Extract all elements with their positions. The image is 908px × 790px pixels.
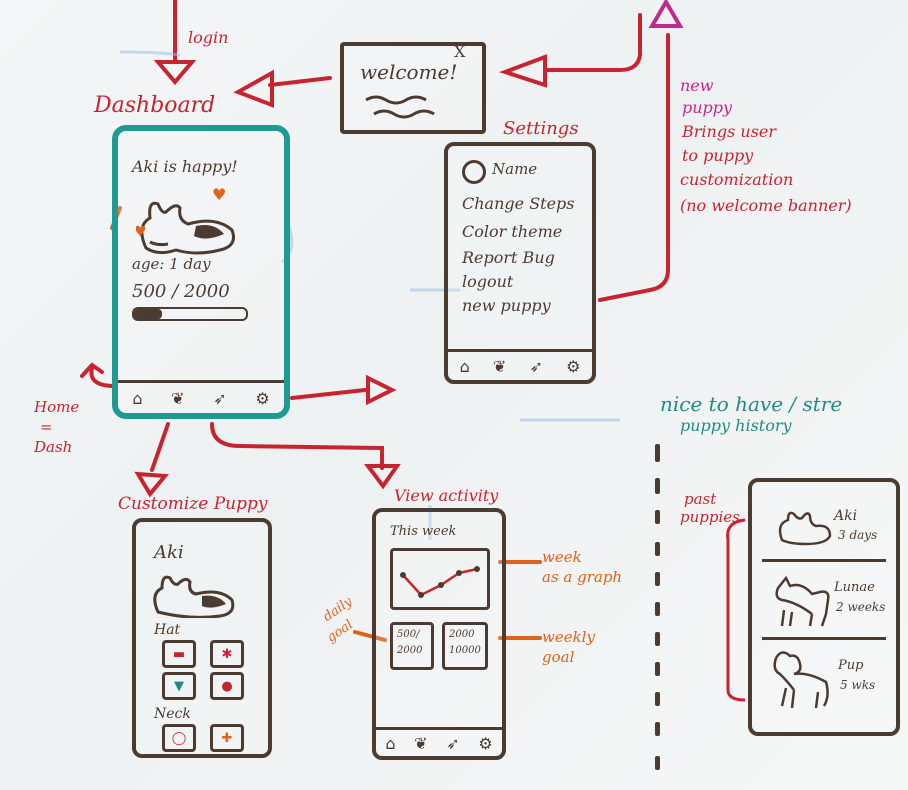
welcome-text: welcome! bbox=[360, 60, 458, 84]
home-note-line: Dash bbox=[34, 438, 73, 456]
dashboard-header: Aki is happy! bbox=[132, 157, 238, 176]
puppy-history-screen: Aki 3 days Lunae 2 weeks Pup 5 wks bbox=[748, 478, 900, 736]
hat-label: Hat bbox=[154, 622, 181, 638]
puppy-age: 2 weeks bbox=[836, 600, 886, 614]
hat-option[interactable]: ✱ bbox=[210, 640, 244, 668]
activity-icon[interactable]: ➶ bbox=[529, 356, 543, 376]
weekly-goal-card: 2000 10000 bbox=[442, 622, 488, 670]
puppy-icon[interactable]: ❦ bbox=[414, 733, 428, 753]
bottom-nav: ⌂ ❦ ➶ ⚙ bbox=[118, 380, 284, 413]
dog-puppy-icon bbox=[773, 651, 829, 709]
puppy-name: Aki bbox=[834, 508, 858, 524]
puppy-icon[interactable]: ❦ bbox=[492, 356, 507, 376]
weekly-note-line: weekly bbox=[542, 628, 595, 646]
svg-text:♥: ♥ bbox=[212, 186, 226, 204]
avatar-icon bbox=[462, 160, 486, 184]
login-label: login bbox=[188, 28, 229, 47]
activity-title: View activity bbox=[394, 486, 499, 505]
weekly-note-line: goal bbox=[542, 648, 575, 666]
past-label-line: puppies bbox=[680, 508, 740, 526]
puppy-icon[interactable]: ❦ bbox=[171, 388, 185, 408]
settings-gear-icon[interactable]: ⚙ bbox=[255, 388, 270, 408]
puppy-name: Lunae bbox=[834, 580, 875, 595]
home-icon[interactable]: ⌂ bbox=[385, 733, 396, 753]
puppy-name: Pup bbox=[838, 658, 864, 673]
dashboard-screen: Aki is happy! ♥ ♥ age: 1 day 500 / 2000 … bbox=[112, 125, 290, 419]
nice-to-have-title: nice to have / stre bbox=[660, 392, 843, 416]
puppy-name: Aki bbox=[154, 542, 184, 563]
puppy-age: 3 days bbox=[838, 528, 878, 542]
puppy-age: 5 wks bbox=[840, 678, 876, 692]
puppy-age: age: 1 day bbox=[132, 255, 211, 273]
note-line: puppy bbox=[682, 98, 733, 117]
settings-gear-icon[interactable]: ⚙ bbox=[478, 733, 493, 753]
customize-title: Customize Puppy bbox=[118, 494, 268, 514]
cat-puppy-icon bbox=[778, 511, 832, 546]
week-note-line: as a graph bbox=[542, 568, 623, 586]
week-graph bbox=[390, 548, 490, 610]
note-line: to puppy bbox=[682, 146, 754, 165]
daily-goal-card: 500/ 2000 bbox=[390, 622, 434, 670]
list-item[interactable]: Aki 3 days bbox=[752, 482, 896, 566]
weekly-value-line: 2000 bbox=[449, 629, 475, 640]
cat-puppy-icon: ♥ ♥ bbox=[136, 186, 235, 255]
welcome-popup: welcome! X bbox=[340, 42, 486, 134]
note-line: new bbox=[680, 76, 714, 95]
svg-text:♥: ♥ bbox=[136, 224, 147, 240]
dog-puppy-icon bbox=[775, 575, 830, 627]
dashboard-title: Dashboard bbox=[94, 93, 216, 118]
weekly-value-line: 10000 bbox=[449, 645, 481, 656]
cat-puppy-icon bbox=[153, 575, 235, 618]
week-note-line: week bbox=[542, 548, 582, 566]
daily-value-line: 500/ bbox=[397, 629, 420, 640]
squiggle-text-icon bbox=[365, 95, 435, 119]
home-note-line: Home bbox=[34, 398, 80, 416]
step-count: 500 / 2000 bbox=[132, 281, 230, 302]
menu-change-steps[interactable]: Change Steps bbox=[462, 194, 575, 213]
close-icon[interactable]: X bbox=[454, 42, 466, 61]
line-graph-icon bbox=[400, 566, 480, 598]
settings-screen: Name Change Steps Color theme Report Bug… bbox=[444, 142, 596, 384]
settings-gear-icon[interactable]: ⚙ bbox=[566, 356, 581, 376]
hat-option[interactable]: ▬ bbox=[162, 640, 196, 668]
settings-title: Settings bbox=[503, 118, 579, 139]
menu-logout[interactable]: logout bbox=[462, 272, 514, 291]
home-icon[interactable]: ⌂ bbox=[459, 356, 470, 376]
note-line: (no welcome banner) bbox=[680, 196, 852, 215]
bottom-nav: ⌂ ❦ ➶ ⚙ bbox=[448, 349, 592, 380]
daily-value-line: 2000 bbox=[397, 645, 423, 656]
account-name: Name bbox=[492, 160, 538, 178]
list-item[interactable]: Lunae 2 weeks bbox=[752, 566, 896, 642]
hat-option[interactable]: ▼ bbox=[162, 672, 196, 700]
past-label-line: past bbox=[684, 490, 717, 508]
this-week-label: This week bbox=[390, 524, 457, 539]
bottom-nav: ⌂ ❦ ➶ ⚙ bbox=[376, 727, 502, 756]
list-item[interactable]: Pup 5 wks bbox=[752, 642, 896, 726]
step-progress-fill bbox=[134, 309, 162, 319]
neck-label: Neck bbox=[154, 706, 191, 722]
neck-option[interactable]: ◯ bbox=[162, 724, 196, 752]
note-line: customization bbox=[680, 170, 794, 189]
activity-icon[interactable]: ➶ bbox=[213, 388, 227, 408]
customize-screen: Aki Hat ▬ ✱ ▼ ● Neck ◯ ✚ bbox=[132, 518, 272, 758]
home-icon[interactable]: ⌂ bbox=[132, 388, 143, 408]
neck-option[interactable]: ✚ bbox=[210, 724, 244, 752]
step-progress-bar bbox=[132, 307, 248, 321]
puppy-history-label: puppy history bbox=[680, 416, 792, 435]
menu-color-theme[interactable]: Color theme bbox=[462, 222, 563, 241]
activity-screen: This week 500/ 2000 2000 10000 ⌂ ❦ ➶ ⚙ bbox=[372, 508, 506, 760]
divider bbox=[762, 559, 886, 562]
divider bbox=[762, 637, 886, 640]
note-line: Brings user bbox=[682, 122, 776, 141]
home-note-line: = bbox=[40, 418, 53, 436]
activity-icon[interactable]: ➶ bbox=[446, 733, 460, 753]
menu-report-bug[interactable]: Report Bug bbox=[462, 248, 555, 267]
menu-new-puppy[interactable]: new puppy bbox=[462, 296, 551, 315]
hat-option[interactable]: ● bbox=[210, 672, 244, 700]
